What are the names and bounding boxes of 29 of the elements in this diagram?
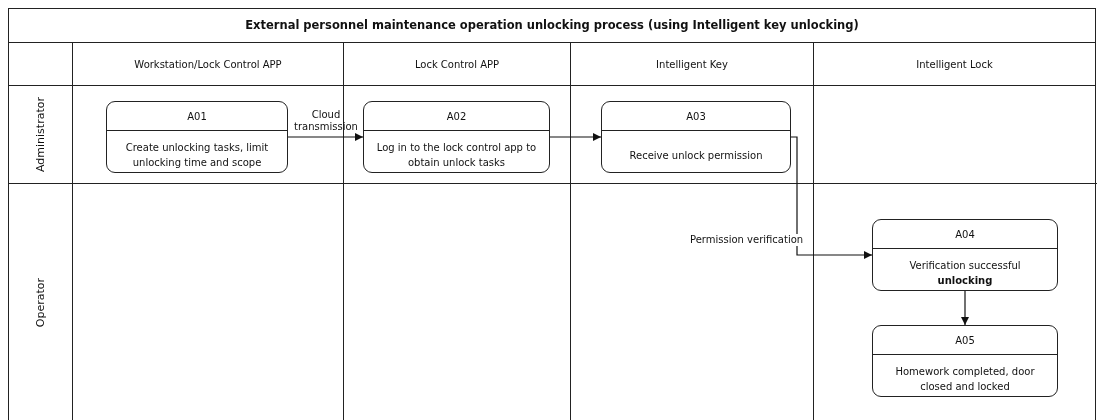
step-description: Log in to the lock control app to obtain unlock tasks [375, 141, 538, 170]
step-description: Receive unlock permission [629, 148, 763, 163]
step-id: A02 [446, 110, 467, 122]
arrow [287, 132, 364, 142]
process-box [363, 101, 550, 173]
process-box [872, 325, 1058, 397]
lane-title: Lock Control APP [414, 58, 500, 70]
title: External personnel maintenance operation unlocking process (using Intelligent key unlocking) [8, 8, 1096, 43]
swimlane-row [8, 85, 73, 184]
lane-title: Administrator [34, 97, 47, 172]
process-box [872, 219, 1058, 291]
arrow [960, 290, 970, 326]
step-id: A01 [187, 110, 207, 122]
swimlane-column [72, 43, 344, 86]
step-description: Homework completed, door closed and locked [894, 365, 1036, 394]
lane-title: Intelligent Lock [916, 58, 993, 70]
lane-title: Workstation/Lock Control APP [134, 58, 282, 70]
step-description: Verification successful unlocking [908, 259, 1022, 288]
lane-title: Operator [34, 278, 47, 328]
arrow [790, 136, 873, 260]
step-id: A03 [686, 110, 706, 122]
step-id: A05 [955, 334, 975, 346]
step-id: A04 [955, 228, 975, 240]
process-box [106, 101, 288, 173]
process-box [601, 101, 791, 173]
step-description: Create unlocking tasks, limit unlocking time and scope [124, 141, 270, 170]
arrow [549, 132, 602, 142]
edge-label: Permission verification [690, 234, 804, 246]
lane-title: Intelligent Key [656, 58, 728, 70]
